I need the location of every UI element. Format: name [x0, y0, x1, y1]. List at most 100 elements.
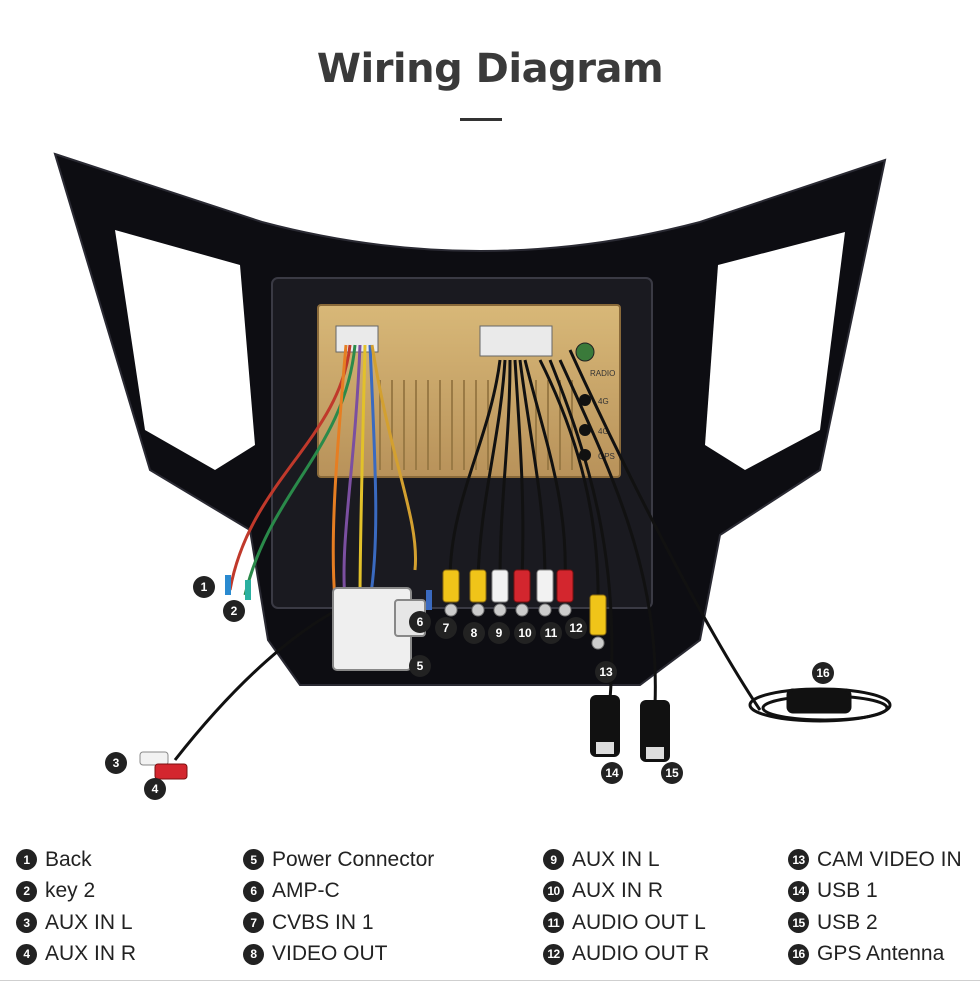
callout-11: 11 [540, 622, 562, 644]
legend-number-badge: 6 [243, 880, 264, 902]
legend-item: 2 key 2 [16, 876, 136, 908]
callout-10: 10 [514, 622, 536, 644]
legend-number-badge: 9 [543, 849, 564, 871]
svg-text:6: 6 [417, 615, 424, 629]
legend-number-badge: 4 [16, 943, 37, 965]
title-underline [460, 118, 502, 121]
svg-text:7: 7 [443, 621, 450, 635]
4g-port-label-b: 4G [598, 427, 609, 436]
callout-15: 15 [661, 762, 683, 784]
svg-text:10: 10 [518, 626, 532, 640]
callout-5: 5 [409, 655, 431, 677]
legend-column-2: 5 Power Connector 6 AMP-C 7 CVBS IN 1 8 VIDE… [243, 844, 434, 970]
legend-number-badge: 8 [243, 943, 264, 965]
callout-1: 1 [193, 576, 215, 598]
callout-9: 9 [488, 622, 510, 644]
legend-number-badge: 16 [788, 943, 809, 965]
callout-2: 2 [223, 600, 245, 622]
callout-7: 7 [435, 617, 457, 639]
gps-antenna [748, 687, 892, 723]
rca-plug-audio-r [556, 569, 574, 617]
legend-label: GPS Antenna [817, 942, 945, 966]
legend-item: 7 CVBS IN 1 [243, 907, 434, 939]
legend-item: 15 USB 2 [788, 907, 962, 939]
legend-number-badge: 1 [16, 849, 37, 871]
svg-text:14: 14 [605, 766, 619, 780]
svg-text:9: 9 [496, 626, 503, 640]
4g-port-label-a: 4G [598, 397, 609, 406]
callout-13: 13 [595, 661, 617, 683]
svg-text:12: 12 [569, 621, 583, 635]
svg-text:13: 13 [599, 665, 613, 679]
rca-plug-video-out [469, 569, 487, 617]
legend-item: 8 VIDEO OUT [243, 939, 434, 971]
legend-column-3: 9 AUX IN L 10 AUX IN R 11 AUDIO OUT L 12 AUD… [543, 844, 709, 970]
back-wire-tip [225, 575, 231, 595]
rca-plug-aux-r [513, 569, 531, 617]
callout-8: 8 [463, 622, 485, 644]
legend-number-badge: 11 [543, 912, 564, 934]
legend-label: VIDEO OUT [272, 942, 388, 966]
legend-number-badge: 12 [543, 943, 564, 965]
legend-number-badge: 13 [788, 849, 809, 871]
wiring-illustration: RADIO 4G 4G GPS [53, 152, 892, 800]
legend-label: Power Connector [272, 847, 435, 871]
page-title: Wiring Diagram [316, 46, 664, 92]
legend-item: 13 CAM VIDEO IN [788, 844, 962, 876]
legend-label: CVBS IN 1 [272, 910, 374, 934]
svg-text:16: 16 [816, 666, 830, 680]
legend-item: 5 Power Connector [243, 844, 434, 876]
legend-item: 1 Back [16, 844, 136, 876]
legend-number-badge: 15 [788, 912, 809, 934]
legend-item: 12 AUDIO OUT R [543, 939, 709, 971]
legend-number-badge: 7 [243, 912, 264, 934]
amp-c-wire-tip [426, 590, 432, 610]
legend-label: AUX IN R [572, 879, 664, 903]
rca-plug-audio-l [536, 569, 554, 617]
svg-text:15: 15 [665, 766, 679, 780]
legend-item: 6 AMP-C [243, 876, 434, 908]
svg-text:1: 1 [201, 580, 208, 594]
svg-text:5: 5 [417, 659, 424, 673]
svg-text:11: 11 [545, 626, 558, 640]
callout-12: 12 [565, 617, 587, 639]
legend-item: 10 AUX IN R [543, 876, 709, 908]
legend-item: 9 AUX IN L [543, 844, 709, 876]
rca-plug-aux-in-r-lead [154, 763, 188, 780]
legend-item: 4 AUX IN R [16, 939, 136, 971]
legend-label: AUX IN L [45, 910, 133, 934]
gps-port-label: GPS [598, 452, 615, 461]
svg-text:2: 2 [231, 604, 238, 618]
legend-label: AUDIO OUT L [572, 910, 706, 934]
legend-number-badge: 3 [16, 912, 37, 934]
legend-number-badge: 14 [788, 880, 809, 902]
legend-label: key 2 [45, 879, 96, 903]
legend-number-badge: 2 [16, 880, 37, 902]
svg-text:4: 4 [152, 782, 159, 796]
rca-plug-aux-in-l-lead [139, 751, 169, 766]
legend-number-badge: 10 [543, 880, 564, 902]
legend-number-badge: 5 [243, 849, 264, 871]
legend-item: 11 AUDIO OUT L [543, 907, 709, 939]
rca-plug-cvbs [442, 569, 460, 617]
legend-label: Back [45, 847, 92, 871]
usb-plugs [590, 695, 670, 762]
svg-text:3: 3 [113, 756, 120, 770]
legend-label: AUX IN L [572, 847, 660, 871]
svg-text:8: 8 [471, 626, 478, 640]
rca-plug-aux-l [491, 569, 509, 617]
legend-label: AMP-C [272, 879, 340, 903]
callout-6: 6 [409, 611, 431, 633]
legend-label: AUDIO OUT R [572, 942, 710, 966]
legend: 1 Back 2 key 2 3 AUX IN L 4 AUX IN R 5 Power … [0, 844, 980, 974]
power-connector [332, 587, 426, 671]
legend-label: CAM VIDEO IN [817, 847, 962, 871]
legend-column-1: 1 Back 2 key 2 3 AUX IN L 4 AUX IN R [16, 844, 136, 970]
legend-label: USB 2 [817, 910, 878, 934]
rca-plug-cam-in [589, 594, 607, 650]
bottom-divider [0, 980, 980, 981]
legend-label: AUX IN R [45, 942, 137, 966]
